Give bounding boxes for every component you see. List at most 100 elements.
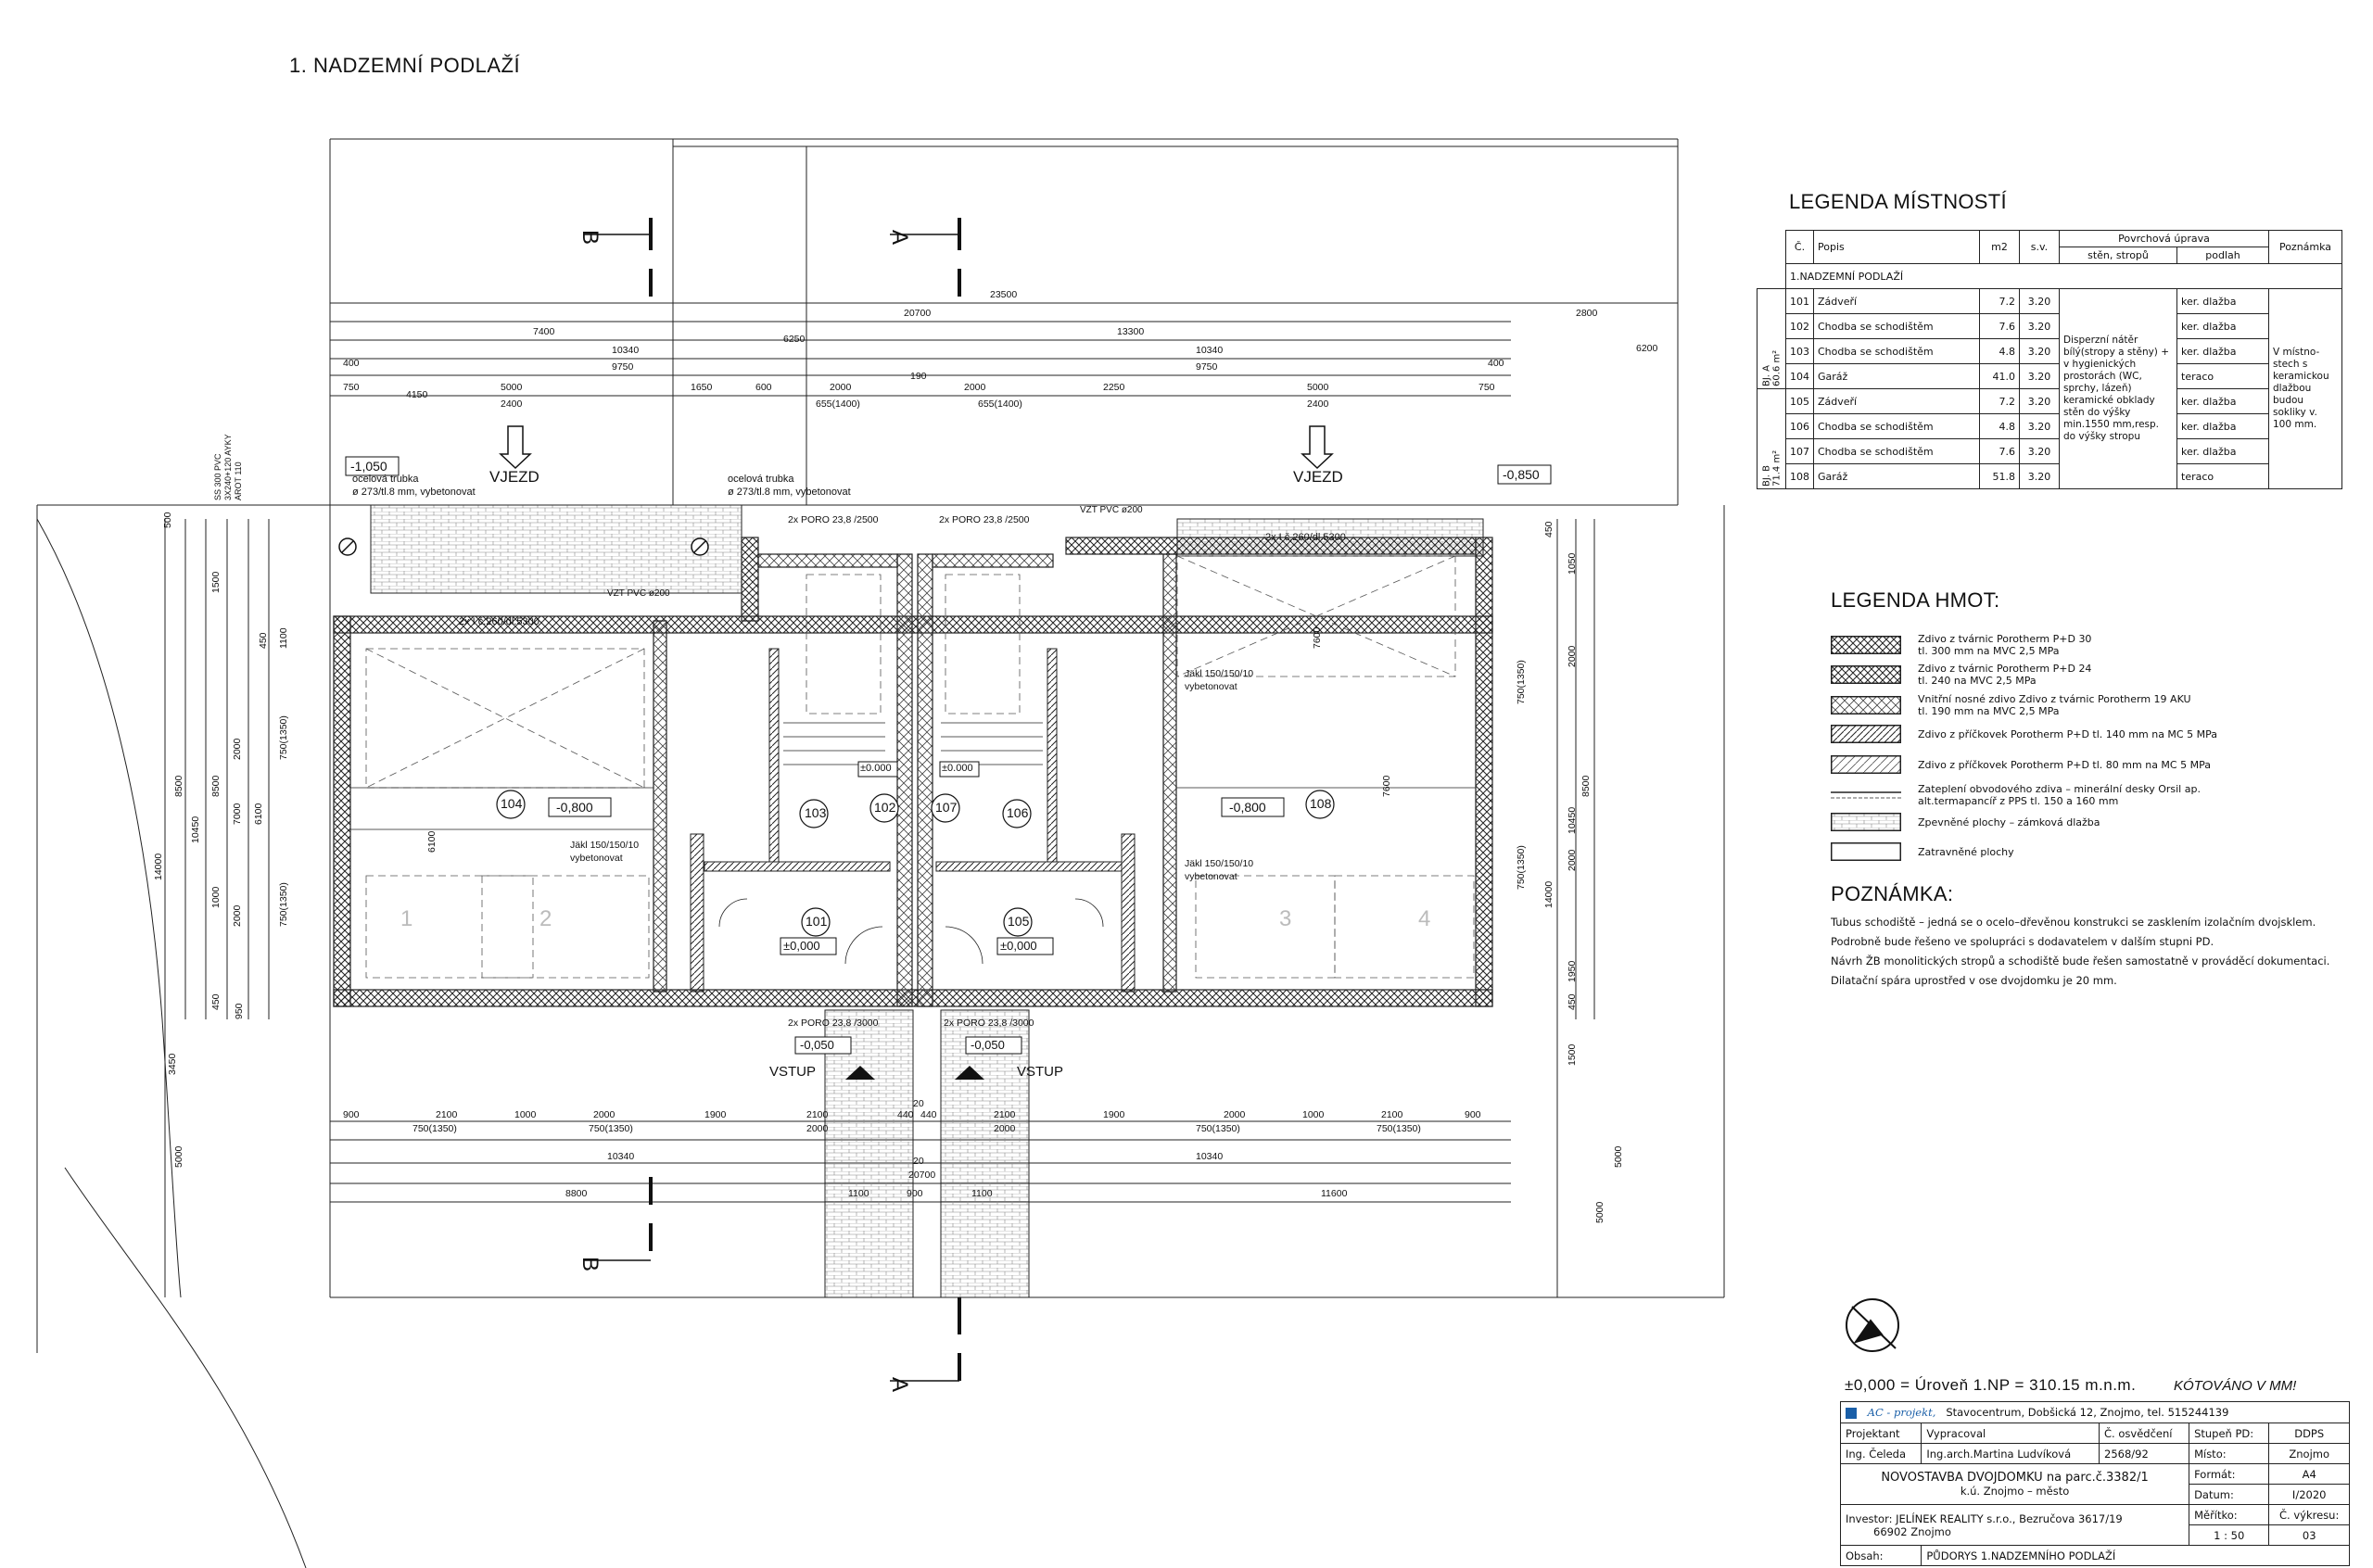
entrance-label-vstup-left: VSTUP [769,1064,817,1080]
dimension-label: 2400 [501,398,523,410]
level-note: ±0,000 = Úroveň 1.NP = 310.15 m.n.m. [1845,1376,2137,1394]
plan-note: 2x PORO 23,8 /2500 [939,514,1030,525]
dimension-label: 2000 [806,1123,829,1134]
material-legend-item: Zdivo z příčkovek Porotherm P+D tl. 80 m… [1831,755,2211,774]
room-floor: ker. dlažba [2176,288,2269,314]
dimension-label: 900 [343,1109,360,1120]
plan-note: 2x I č.260/dl.5300 [1265,532,1346,543]
dimension-label: 6200 [1636,343,1658,354]
dimension-label: 10340 [607,1151,635,1162]
dimension-label: 1900 [1103,1109,1125,1120]
dimension-label: 1500 [210,571,222,593]
plan-note: 2x PORO 23,8 /3000 [944,1018,1034,1029]
dimension-label: 1000 [514,1109,537,1120]
col-note: Poznámka [2268,230,2342,264]
dimension-label: 1650 [691,382,713,393]
parking-number: 4 [1418,906,1431,931]
dimension-label: 500 [162,512,173,528]
firm-logo-icon [1846,1407,1857,1419]
parking-number: 1 [400,906,413,931]
material-legend-item: Zateplení obvodového zdiva – minerální d… [1831,783,2201,807]
dimension-label: 7000 [232,803,243,825]
remark-title: POZNÁMKA: [1831,882,1954,905]
col-walls: stěn, stropů [2059,247,2177,264]
dimension-label: 400 [1488,358,1504,369]
dimension-label: 2000 [232,904,243,927]
dimension-label: 1000 [1302,1109,1325,1120]
dimension-label: 2250 [1103,382,1125,393]
dimension-label: 8500 [173,775,184,797]
firm-address: Stavocentrum, Dobšická 12, Znojmo, tel. … [1946,1406,2229,1419]
parking-number: 3 [1279,906,1292,931]
dimension-label: 20700 [908,1170,936,1181]
plan-note: ocelová trubka ø 273/tl.8 mm, vybetonova… [352,474,476,498]
value: I/2020 [2268,1484,2350,1505]
dimension-label: 450 [1567,993,1578,1010]
room-legend-title: LEGENDA MÍSTNOSTÍ [1789,190,2007,213]
dimension-label: 2100 [436,1109,458,1120]
value: Ing. Čeleda [1839,1443,1923,1464]
dimension-label: 750(1350) [278,882,289,927]
material-label: Zdivo z příčkovek Porotherm P+D tl. 80 m… [1918,758,2211,771]
dimension-label: 2000 [994,1123,1016,1134]
title-block: AC - projekt, Stavocentrum, Dobšická 12,… [1839,1401,2350,1566]
dimension-label: 4150 [406,389,428,400]
dimension-label: 190 [910,371,927,382]
room-desc: Zádveří [1813,288,1980,314]
dimension-label: 1100 [971,1188,993,1199]
dimension-label: 450 [210,993,222,1010]
dimension-label: 8500 [210,775,222,797]
room-note: V místno- stech s keramickou dlažbou bud… [2268,288,2342,489]
dimension-label: 655(1400) [978,398,1022,410]
dimension-label: 1100 [848,1188,869,1199]
dimension-label: 2100 [994,1109,1016,1120]
label: Projektant [1839,1423,1923,1444]
remark-line: Dilatační spára uprostřed v ose dvojdomk… [1831,974,2117,987]
plan-note: 2x PORO 23,8 /2500 [788,514,879,525]
plan-note: VZT PVC ø200 [1080,505,1143,515]
dimension-label: 14000 [1543,880,1555,908]
label: Obsah: [1839,1545,1923,1566]
dimension-label: 450 [1543,521,1555,537]
room-desc: Garáž [1813,363,1980,389]
remark-text: Tubus schodiště – jedná se o ocelo–dřevě… [1831,913,2368,991]
dimension-label: 1950 [1567,960,1578,982]
room-number: 104 [501,796,523,811]
dimension-label: 440 [897,1109,914,1120]
room-area: 51.8 [1979,463,2020,489]
dimension-label: 10450 [190,816,201,843]
project-name: NOVOSTAVBA DVOJDOMKU na parc.č.3382/1 [1881,1471,2149,1485]
room-floor: ker. dlažba [2176,338,2269,364]
dimension-label: 400 [343,358,360,369]
investor: Investor: JELÍNEK REALITY s.r.o., Bezruč… [1846,1511,2123,1525]
dimension-label: 2100 [806,1109,829,1120]
value: DDPS [2268,1423,2350,1444]
room-area: 7.6 [1979,313,2020,339]
dimension-label: 5000 [173,1145,184,1168]
dimension-label: 1100 [278,627,289,649]
dimension-label: 3450 [167,1053,178,1075]
dimension-label: 20 [913,1098,924,1109]
room-floor: ker. dlažba [2176,438,2269,464]
material-label: Zdivo z tvárnic Porotherm P+D 30 tl. 300… [1918,633,2092,657]
room-num: 105 [1785,388,1814,414]
dimension-label: 750 [1478,382,1495,393]
material-label: Zateplení obvodového zdiva – minerální d… [1918,783,2201,807]
room-legend-table: Č. Popis m2 s.v. Povrchová úprava Poznám… [1757,230,2342,489]
entrance-label-vstup-right: VSTUP [1017,1064,1064,1080]
section-marker-b-top: B [577,229,603,246]
dimension-label: 23500 [990,289,1018,300]
dimension-label: 8500 [1580,775,1592,797]
material-swatch [1831,842,1901,861]
value: Znojmo [2268,1443,2350,1464]
dimension-label: 6250 [783,334,806,345]
room-number: 101 [806,914,828,929]
dimension-label: 1050 [1567,552,1578,575]
material-swatch [1831,755,1901,774]
value: A4 [2268,1463,2350,1485]
dimension-label: 6100 [426,830,438,853]
